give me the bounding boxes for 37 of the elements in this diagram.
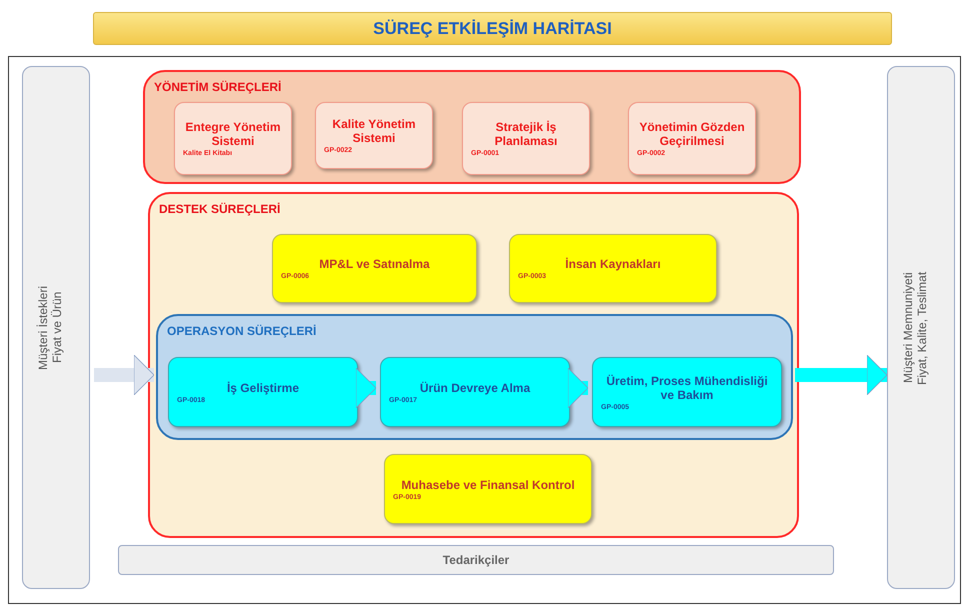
process-box xyxy=(174,102,292,175)
side-panel xyxy=(887,66,955,589)
process-name: Yönetimin Gözden Geçirilmesi xyxy=(638,120,746,148)
process-box xyxy=(272,234,477,303)
process-box xyxy=(384,454,592,524)
side-panel xyxy=(22,66,90,589)
process-box xyxy=(315,102,433,169)
block-arrow xyxy=(356,368,376,408)
process-box xyxy=(509,234,717,303)
process-name: Ürün Devreye Alma xyxy=(418,380,532,394)
process-box xyxy=(462,102,590,175)
block-arrow xyxy=(94,354,154,396)
process-name: İş Geliştirme xyxy=(226,380,300,394)
bar-text: Tedarikçiler xyxy=(442,553,510,567)
process-name: Muhasebe ve Finansal Kontrol xyxy=(400,478,576,492)
process-box xyxy=(380,357,570,427)
panel-text: Müşteri İstekleri Fiyat ve Ürün xyxy=(36,284,65,372)
process-group xyxy=(143,70,801,184)
supplier-bar xyxy=(118,545,834,575)
group-title: OPERASYON SÜREÇLERİ xyxy=(167,324,316,338)
block-arrow xyxy=(568,368,588,408)
group-title: DESTEK SÜREÇLERİ xyxy=(159,202,280,216)
process-box xyxy=(628,102,756,175)
process-name: Entegre Yönetim Sistemi xyxy=(184,120,282,148)
process-group xyxy=(156,314,793,440)
panel-text: Müşteri Memnuniyeti Fiyat, Kalite, Teslimat xyxy=(901,270,930,386)
process-box xyxy=(592,357,782,427)
process-name: Kalite Yönetim Sistemi xyxy=(331,117,417,145)
process-box xyxy=(168,357,358,427)
process-name: İnsan Kaynakları xyxy=(564,257,662,271)
group-title: YÖNETİM SÜREÇLERİ xyxy=(154,80,282,94)
process-name: Üretim, Proses Mühendisliği ve Bakım xyxy=(605,374,769,402)
block-arrow xyxy=(795,354,888,396)
process-group xyxy=(148,192,799,538)
process-name: Stratejik İş Planlaması xyxy=(494,120,558,148)
process-name: MP&L ve Satınalma xyxy=(318,257,431,271)
title-banner: SÜREÇ ETKİLEŞİM HARİTASI xyxy=(93,12,892,45)
